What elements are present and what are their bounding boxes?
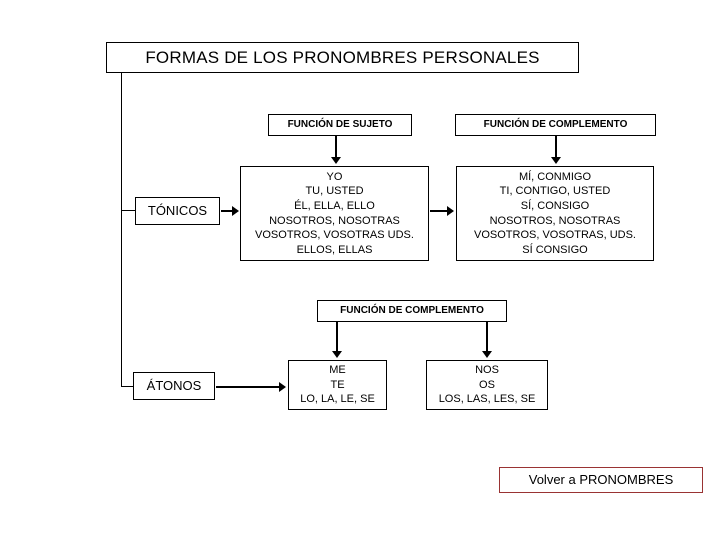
arrowhead-sujeto-down [331,157,341,164]
arrowhead-sujeto-to-complemento [447,206,454,216]
page-title: FORMAS DE LOS PRONOMBRES PERSONALES [106,42,579,73]
arrowhead-atonos-left-down [332,351,342,358]
volver-a-pronombres-link[interactable]: Volver a PRONOMBRES [499,467,703,493]
header-funcion-de-complemento-tonicos: FUNCIÓN DE COMPLEMENTO [455,114,656,136]
row-label-atonos: ÁTONOS [133,372,215,400]
connector-atonos-right-down [486,322,488,352]
cell-tonicos-complemento: MÍ, CONMIGO TI, CONTIGO, USTED SÍ, CONSI… [456,166,654,261]
cell-tonicos-sujeto: YO TU, USTED ÉL, ELLA, ELLO NOSOTROS, NO… [240,166,429,261]
spine-stub-atonos [121,386,134,387]
connector-tonicos-to-sujeto [221,210,233,212]
arrowhead-atonos-to-cell [279,382,286,392]
arrowhead-tonicos-to-sujeto [232,206,239,216]
header-funcion-de-sujeto: FUNCIÓN DE SUJETO [268,114,412,136]
spine-vertical-line [121,73,122,387]
cell-atonos-complemento-plural: NOS OS LOS, LAS, LES, SE [426,360,548,410]
arrowhead-atonos-right-down [482,351,492,358]
cell-atonos-complemento-singular: ME TE LO, LA, LE, SE [288,360,387,410]
connector-sujeto-down [335,136,337,158]
connector-atonos-left-down [336,322,338,352]
header-funcion-de-complemento-atonos: FUNCIÓN DE COMPLEMENTO [317,300,507,322]
row-label-tonicos: TÓNICOS [135,197,220,225]
arrowhead-complemento-down [551,157,561,164]
connector-atonos-to-cell [216,386,280,388]
spine-stub-tonicos [121,210,136,211]
connector-sujeto-to-complemento [430,210,448,212]
connector-complemento-down [555,136,557,158]
